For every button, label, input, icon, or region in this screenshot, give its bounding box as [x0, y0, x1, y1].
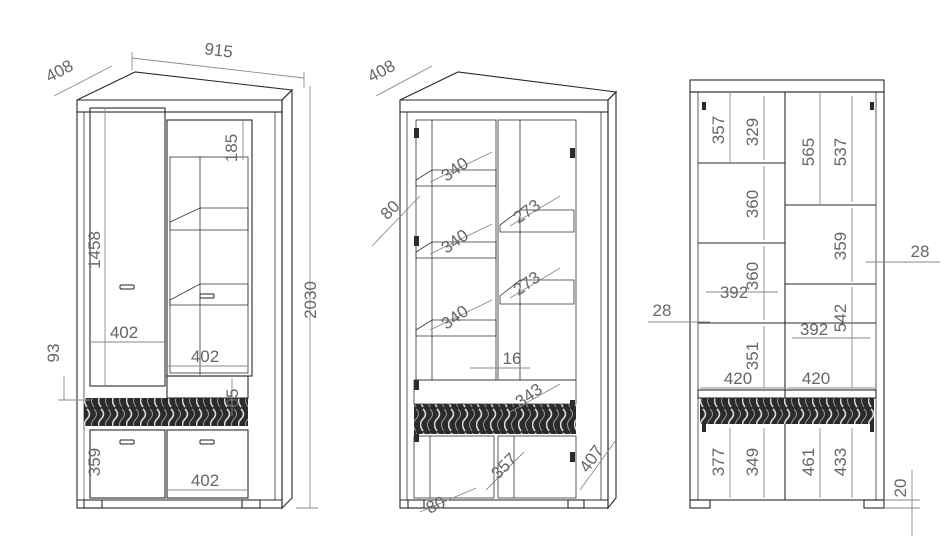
left-drawer-handle — [119, 439, 135, 445]
dim-open-outer-depth: 407 — [576, 442, 608, 476]
dim-inner-h5: 360 — [743, 190, 762, 218]
dim-front-drawer-width: 402 — [191, 471, 219, 490]
dim-inner-w1b: 392 — [800, 320, 828, 339]
front-top-slab — [76, 99, 283, 113]
front-top-surface — [76, 71, 294, 101]
dim-open-shelf-depth-3: 340 — [438, 302, 472, 334]
right-bottom-drawer — [166, 429, 249, 499]
dim-front-compartment: 402 — [110, 323, 138, 342]
inner-top — [689, 79, 885, 93]
dim-inner-h3: 565 — [799, 138, 818, 166]
inner-view: 357 329 360 360 392 351 420 377 349 565 … — [648, 79, 940, 536]
glass-door-handle — [199, 293, 215, 299]
dim-inner-h12: 349 — [743, 448, 762, 476]
open-shelf-2 — [415, 241, 497, 259]
dim-inner-h14: 433 — [831, 448, 850, 476]
dim-front-plinth: 93 — [44, 344, 63, 363]
open-shelf-3 — [415, 319, 497, 337]
open-body — [399, 111, 609, 509]
dim-open-depth: 408 — [364, 56, 398, 86]
glass-shelf-lower — [169, 283, 249, 306]
dim-inner-h9: 542 — [831, 304, 850, 332]
dim-inner-foot: 20 — [891, 479, 910, 498]
open-top-slab — [399, 99, 609, 113]
glass-shelf-upper — [169, 207, 249, 231]
dim-open-shelf-depth-1: 340 — [438, 154, 472, 186]
front-decor-band — [84, 398, 248, 426]
dim-inner-h2: 329 — [743, 118, 762, 146]
dim-front-drawer-front: 85 — [223, 389, 242, 408]
dim-inner-w2: 420 — [724, 369, 752, 388]
dim-front-door-height: 1458 — [85, 231, 104, 269]
dim-front-depth: 408 — [42, 56, 76, 86]
open-shelf-1 — [415, 169, 497, 187]
front-view: 915 408 2030 185 1458 93 402 402 85 359 … — [42, 39, 320, 510]
dim-open-drawer-depth: 357 — [487, 449, 520, 482]
left-door-handle — [119, 284, 135, 290]
right-drawer-handle — [199, 439, 215, 445]
dim-front-right-compartment: 402 — [191, 347, 219, 366]
dim-inner-h4: 537 — [831, 138, 850, 166]
dim-open-shelf-depth-2: 340 — [438, 226, 472, 258]
front-small-drawer — [166, 375, 249, 399]
dim-front-height: 2030 — [301, 281, 320, 319]
dim-front-drawer-height: 359 — [85, 448, 104, 476]
dim-open-shelf-gap: 16 — [503, 349, 522, 368]
inner-decor-band — [700, 398, 874, 424]
dim-open-bottom-angle: 80 — [423, 492, 448, 517]
dim-inner-side-right: 28 — [911, 242, 930, 261]
front-side-panel — [281, 88, 293, 510]
dim-front-shelf-top: 185 — [222, 134, 241, 162]
dim-inner-h11: 377 — [709, 448, 728, 476]
dim-inner-h1: 357 — [709, 116, 728, 144]
open-glass-shelf-2 — [499, 279, 575, 305]
dim-front-width: 915 — [203, 39, 233, 61]
open-top-surface — [399, 71, 618, 101]
dim-inner-w1: 392 — [720, 283, 748, 302]
dim-inner-h13: 461 — [799, 448, 818, 476]
dim-inner-h8: 360 — [743, 262, 762, 290]
dim-inner-w3: 420 — [802, 369, 830, 388]
dim-inner-h6: 359 — [831, 232, 850, 260]
dim-inner-side-left: 28 — [653, 301, 672, 320]
left-bottom-drawer — [89, 429, 166, 499]
left-door — [89, 107, 166, 387]
front-body — [76, 111, 283, 509]
open-decor-band — [414, 404, 576, 434]
dim-inner-h10: 351 — [743, 342, 762, 370]
open-view: 408 80 340 340 340 273 273 16 343 357 40… — [364, 56, 618, 518]
open-glass-shelf-1 — [499, 209, 575, 233]
